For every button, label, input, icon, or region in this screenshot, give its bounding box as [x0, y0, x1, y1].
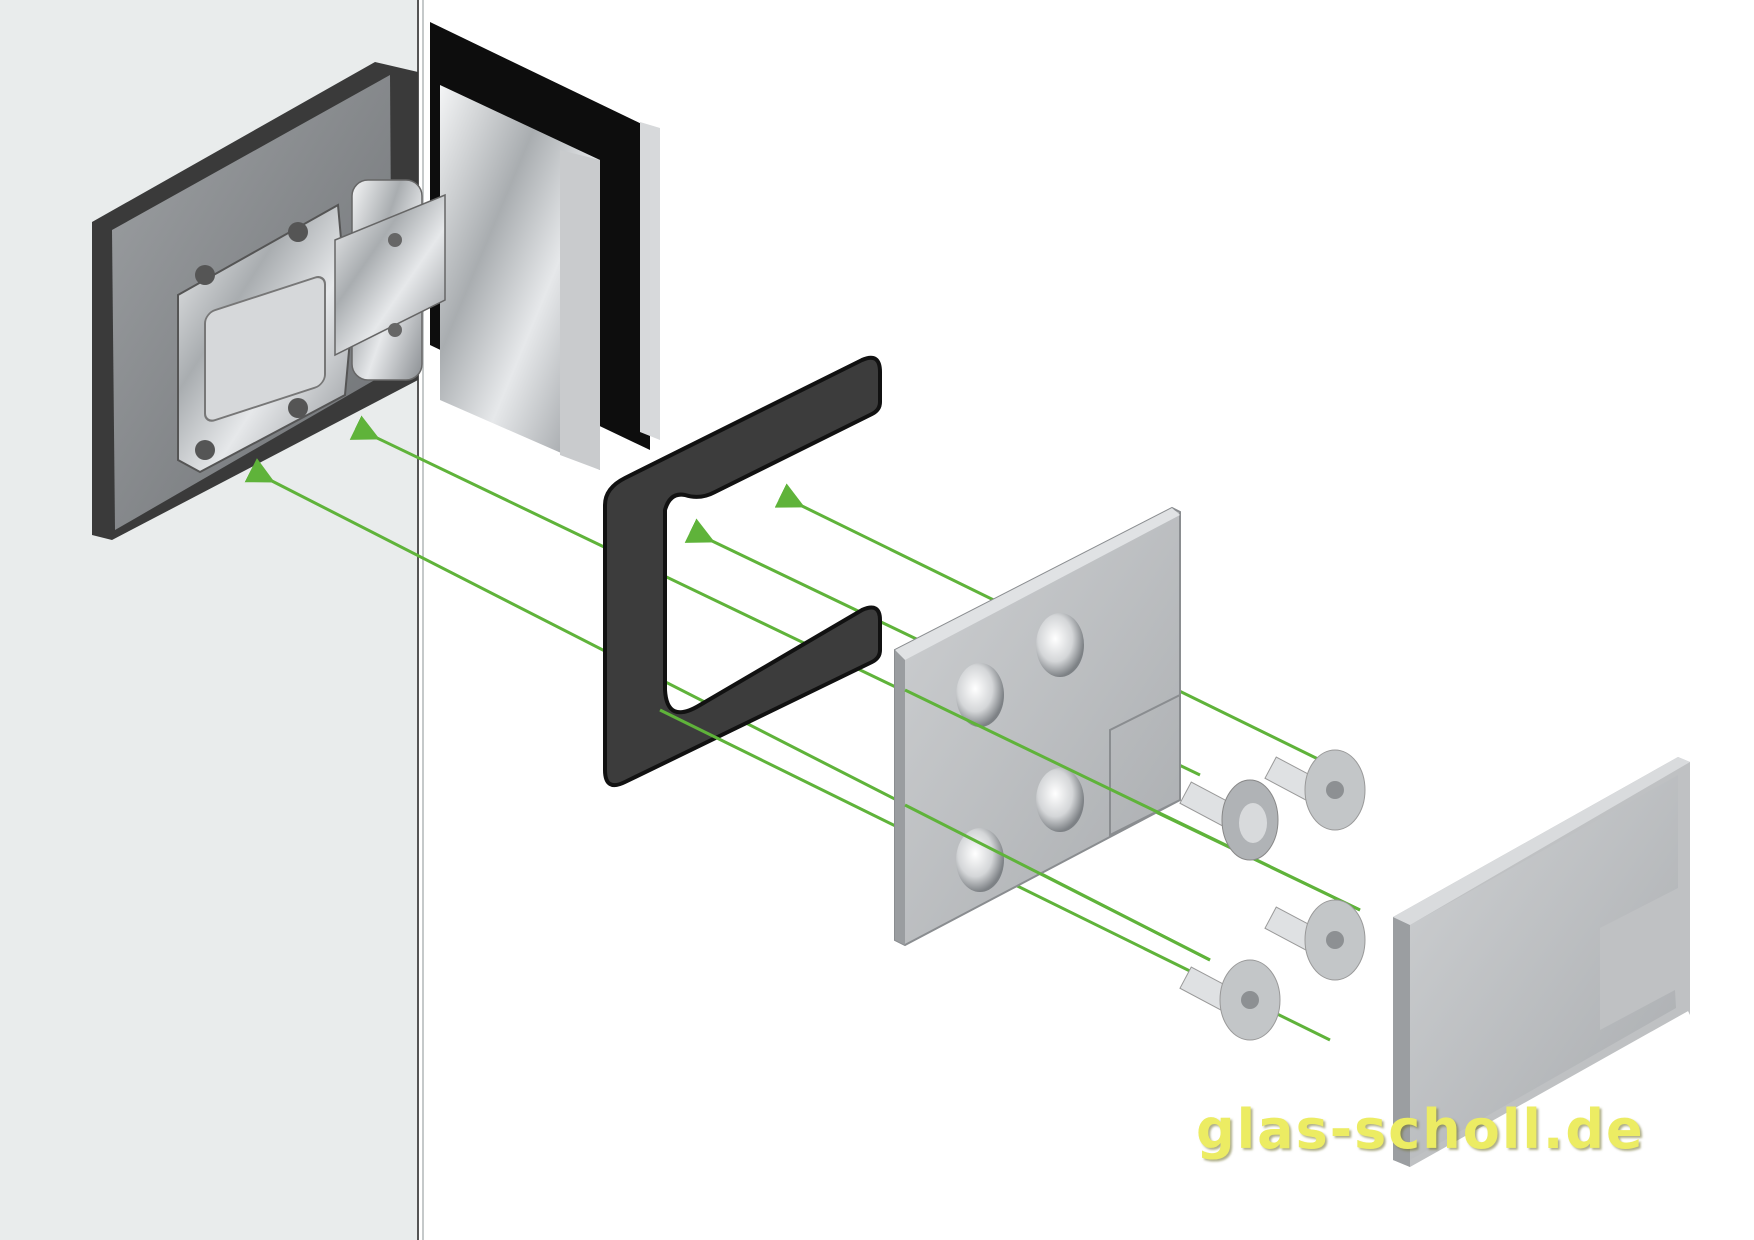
screw-4 [1179, 959, 1281, 1041]
screw-1 [1264, 749, 1366, 831]
screw-2 [1179, 779, 1279, 861]
screws [1179, 749, 1366, 1041]
hinge-wall-plate [92, 62, 418, 540]
gasket [603, 355, 882, 787]
mounting-hole [1036, 613, 1084, 677]
mounting-hole [956, 663, 1004, 727]
mounting-hole [956, 828, 1004, 892]
hinge-barrel [334, 179, 446, 381]
mounting-plate [894, 506, 1361, 962]
mounting-hole [1036, 768, 1084, 832]
cover-plate [1393, 757, 1690, 1167]
assembly-arrows [244, 415, 1361, 962]
hinge-glass-clamp [430, 22, 660, 470]
screw-3 [1264, 899, 1366, 981]
watermark: glas-scholl.de [1196, 1098, 1645, 1161]
